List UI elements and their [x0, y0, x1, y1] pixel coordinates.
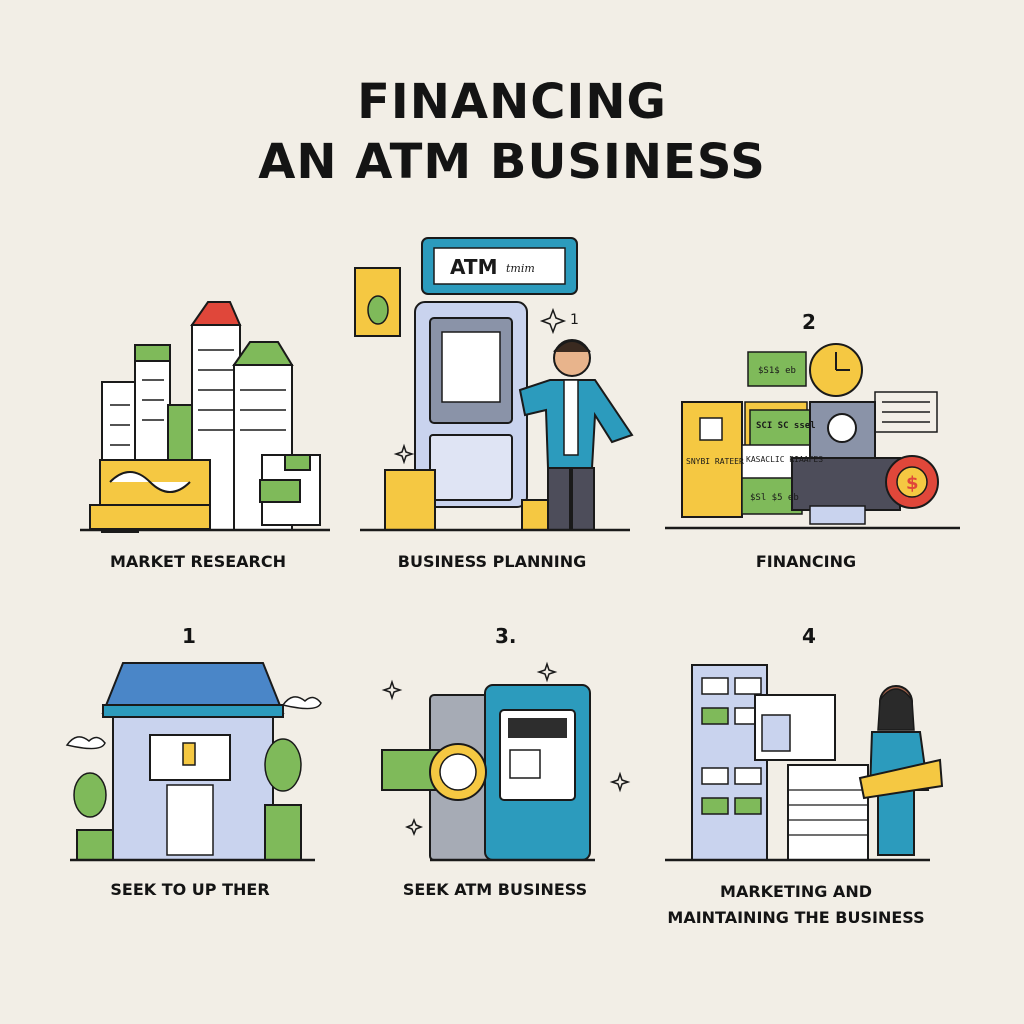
caption-market-research: MARKET RESEARCH	[110, 552, 286, 571]
card-text: SNYBI RATEER	[686, 457, 744, 466]
atm-machine-with-man-icon: ATM tmim 1	[354, 237, 634, 532]
office-worker-icon	[665, 664, 944, 862]
step-office-worker	[660, 660, 960, 865]
sparkle-mark: 1	[570, 312, 579, 328]
money-safe-icon: $ $S1$ eb SCI SC ssel SNYBI RATEER KASAC…	[665, 343, 960, 530]
step-storefront	[65, 655, 335, 865]
atm-sign-label: ATM	[450, 255, 497, 279]
caption-business-planning: BUSINESS PLANNING	[397, 552, 587, 571]
step-market-research	[80, 290, 340, 533]
caption-financing: FINANCING	[755, 552, 857, 571]
page-title-line2: AN ATM BUSINESS	[258, 134, 766, 190]
caption-storefront: SEEK TO UP THER	[110, 880, 270, 899]
step-number-financing: 2	[802, 310, 816, 334]
step-number-atm-kiosk: 3.	[495, 624, 517, 648]
step-financing: $ $S1$ eb SCI SC ssel SNYBI RATEER KASAC…	[660, 340, 960, 535]
bill-text-1: $S1$ eb	[758, 366, 796, 376]
atm-sign-extra: tmim	[506, 262, 535, 275]
page-title-line1: FINANCING	[357, 74, 667, 130]
atm-kiosk-icon	[381, 661, 631, 862]
caption-atm-kiosk: SEEK ATM BUSINESS	[402, 880, 588, 899]
storefront-icon	[65, 662, 322, 862]
step-number-storefront: 1	[182, 624, 196, 648]
step-atm-kiosk	[370, 660, 640, 865]
city-buildings-icon	[80, 301, 330, 533]
step-business-planning: ATM tmim 1	[350, 230, 640, 535]
caption-office-worker-line2: MAINTAINING THE BUSINESS	[667, 908, 925, 927]
caption-office-worker-line1: MARKETING AND	[720, 882, 872, 901]
step-number-office-worker: 4	[802, 624, 816, 648]
svg-text:$: $	[906, 473, 919, 494]
note-text: KASACLIC RIAAFES	[746, 455, 823, 464]
bill-text-3: $Sl $5 eb	[750, 493, 799, 503]
bill-text-2: SCI SC ssel	[756, 421, 816, 431]
